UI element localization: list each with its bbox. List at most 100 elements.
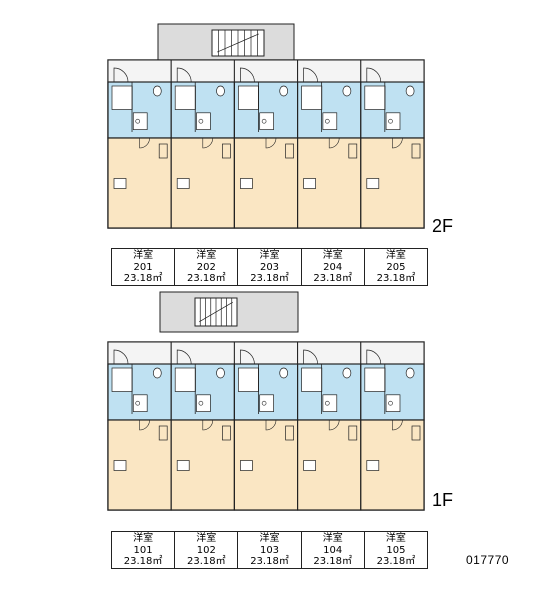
toilet <box>279 85 289 97</box>
unit-legend-cell: 洋室 101 23.18㎡ <box>112 532 176 568</box>
unit-number: 103 <box>259 544 280 556</box>
unit-area: 23.18㎡ <box>376 273 416 284</box>
room-door-swing <box>139 419 150 431</box>
door-swing <box>113 349 129 365</box>
stair-direction <box>217 33 259 53</box>
stove-burner <box>261 118 267 124</box>
plan-code: 017770 <box>466 553 510 567</box>
unit-legend-cell: 洋室 204 23.18㎡ <box>302 249 365 285</box>
unit-area: 23.18㎡ <box>186 556 226 567</box>
apartment-unit <box>107 341 172 511</box>
unit-area: 23.18㎡ <box>313 273 353 284</box>
apartment-unit <box>170 59 235 229</box>
apartment-unit <box>360 341 425 511</box>
unit-area: 23.18㎡ <box>376 556 416 567</box>
apartment-unit <box>233 341 299 511</box>
bathtub <box>301 85 323 110</box>
bathtub <box>301 367 323 392</box>
unit-legend-2f: 洋室 201 23.18㎡ 洋室 202 23.18㎡ 洋室 203 23.18… <box>111 248 428 286</box>
closet <box>158 425 168 441</box>
toilet <box>152 367 162 379</box>
unit-legend-cell: 洋室 103 23.18㎡ <box>238 532 302 568</box>
closet <box>411 425 421 441</box>
stove-burner <box>198 118 204 124</box>
toilet <box>405 367 415 379</box>
room-door-swing <box>139 137 150 149</box>
kitchen-sink <box>132 112 148 130</box>
toilet <box>216 85 225 97</box>
kitchen-sink <box>259 394 274 412</box>
desk <box>366 178 380 189</box>
door-swing <box>303 67 318 83</box>
desk <box>240 460 253 471</box>
door-swing <box>176 349 192 365</box>
unit-area: 23.18㎡ <box>250 273 289 284</box>
entrance-area <box>233 341 299 365</box>
desk <box>240 178 253 189</box>
unit-type: 洋室 <box>322 250 343 261</box>
kitchen-sink <box>132 394 148 412</box>
room-door-swing <box>328 137 340 149</box>
closet <box>222 143 231 159</box>
stove-burner <box>325 118 330 124</box>
toilet <box>279 367 289 379</box>
door-swing <box>366 349 382 365</box>
bathtub <box>111 367 133 392</box>
room-door-swing <box>265 137 277 149</box>
kitchen-sink <box>196 112 211 130</box>
desk <box>366 460 380 471</box>
unit-number: 101 <box>133 544 153 556</box>
closet <box>285 143 294 159</box>
apartment-unit <box>297 59 362 229</box>
desk <box>113 178 127 189</box>
unit-legend-cell: 洋室 102 23.18㎡ <box>175 532 239 568</box>
toilet <box>342 85 352 97</box>
door-swing <box>240 349 255 365</box>
unit-area: 23.18㎡ <box>313 556 353 567</box>
desk <box>303 178 316 189</box>
room-door-swing <box>202 419 214 431</box>
toilet <box>405 85 415 97</box>
door-swing <box>176 67 192 83</box>
toilet <box>342 367 352 379</box>
unit-number: 205 <box>386 261 406 273</box>
entrance-area <box>107 341 172 365</box>
unit-type: 洋室 <box>259 250 280 261</box>
door-swing <box>113 67 129 83</box>
unit-legend-cell: 洋室 105 23.18㎡ <box>365 532 427 568</box>
floor-2f-plan <box>107 23 425 229</box>
staircase <box>194 297 238 327</box>
closet <box>285 425 294 441</box>
staircase <box>211 29 265 57</box>
bathtub <box>174 85 196 110</box>
toilet <box>216 367 225 379</box>
closet <box>158 143 168 159</box>
unit-number: 105 <box>386 544 406 556</box>
unit-legend-cell: 洋室 104 23.18㎡ <box>302 532 365 568</box>
room-door-swing <box>392 137 403 149</box>
apartment-unit <box>360 59 425 229</box>
unit-number: 201 <box>133 261 153 273</box>
unit-legend-cell: 洋室 205 23.18㎡ <box>365 249 427 285</box>
apartment-unit <box>297 341 362 511</box>
unit-type: 洋室 <box>133 533 154 544</box>
unit-legend-cell: 洋室 203 23.18㎡ <box>238 249 302 285</box>
bathtub <box>238 85 259 110</box>
door-swing <box>240 67 255 83</box>
kitchen-sink <box>196 394 211 412</box>
apartment-unit <box>233 59 299 229</box>
apartment-unit <box>170 341 235 511</box>
entrance-area <box>297 341 362 365</box>
unit-type: 洋室 <box>196 533 217 544</box>
desk <box>176 178 190 189</box>
unit-number: 202 <box>196 261 216 273</box>
entrance-area <box>107 59 172 83</box>
stair-direction <box>199 301 233 323</box>
kitchen-sink <box>385 112 401 130</box>
kitchen-sink <box>385 394 401 412</box>
kitchen-sink <box>259 112 274 130</box>
unit-legend-cell: 洋室 201 23.18㎡ <box>112 249 176 285</box>
room-door-swing <box>265 419 277 431</box>
unit-area: 23.18㎡ <box>123 556 163 567</box>
unit-number: 102 <box>196 544 216 556</box>
